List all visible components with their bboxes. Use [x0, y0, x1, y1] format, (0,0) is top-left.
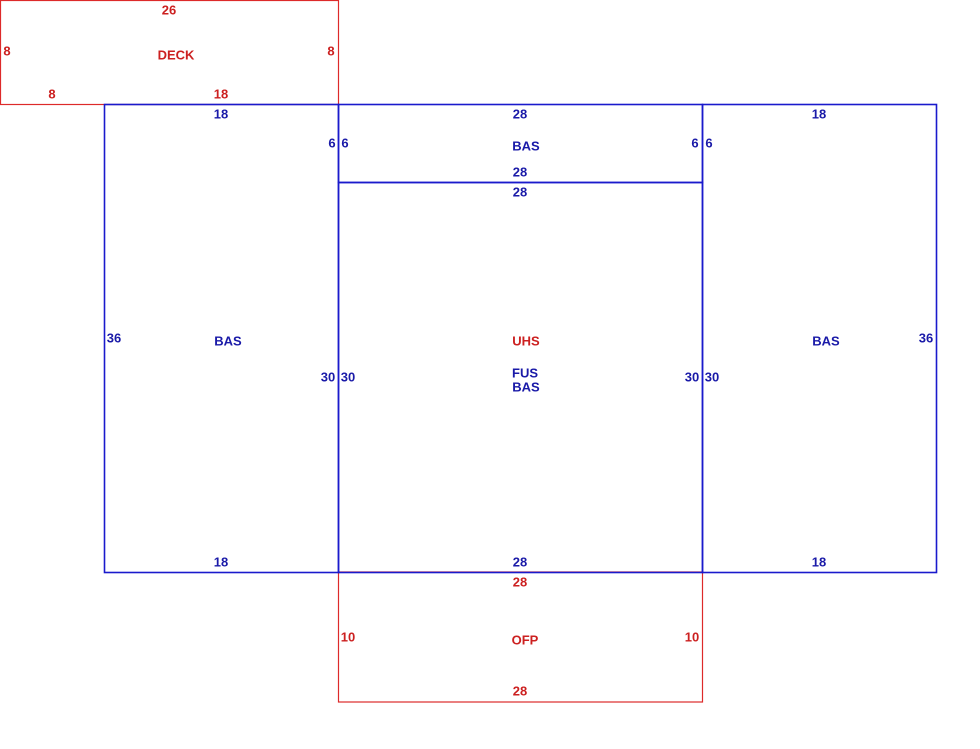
- center-label-uhs: UHS: [512, 333, 540, 348]
- center-area: UHS FUS BAS 28 30 30 28: [337, 181, 704, 574]
- ofp-dim-bottom: 28: [513, 683, 527, 698]
- center-dim-left: 30: [341, 369, 355, 384]
- top-bas-dim-top: 28: [513, 106, 527, 121]
- ofp-dim-right: 10: [685, 629, 699, 644]
- left-bas-area: BAS 18 36 6 30 18: [103, 103, 340, 574]
- right-bas-dim-bottom: 18: [812, 554, 826, 569]
- center-dim-bottom: 28: [513, 554, 527, 569]
- right-bas-label: BAS: [812, 333, 840, 348]
- left-bas-label: BAS: [214, 333, 242, 348]
- center-label-fus: FUS: [512, 365, 538, 380]
- top-bas-dim-left: 6: [341, 135, 348, 150]
- deck-dim-top: 26: [162, 2, 176, 17]
- left-bas-dim-bottom: 18: [214, 554, 228, 569]
- deck-dim-left: 8: [3, 43, 10, 58]
- right-bas-dim-left-lower: 30: [705, 369, 719, 384]
- ofp-label: OFP: [512, 632, 539, 647]
- left-bas-dim-top: 18: [214, 106, 228, 121]
- deck-area: DECK 26 8 8 8 18: [0, 0, 340, 106]
- center-label-bas: BAS: [512, 379, 540, 394]
- deck-dim-right: 8: [327, 43, 334, 58]
- top-bas-dim-bottom: 28: [513, 164, 527, 179]
- ofp-area: OFP 28 10 10 28: [337, 571, 704, 703]
- ofp-dim-left: 10: [341, 629, 355, 644]
- right-bas-dim-right: 36: [919, 330, 933, 345]
- left-bas-dim-right-upper: 6: [328, 135, 335, 150]
- top-bas-area: BAS 28 6 6 28: [337, 103, 704, 184]
- deck-dim-bottom-right: 18: [214, 86, 228, 101]
- right-bas-dim-top: 18: [812, 106, 826, 121]
- deck-dim-bottom-left: 8: [48, 86, 55, 101]
- center-dim-right: 30: [685, 369, 699, 384]
- left-bas-dim-left: 36: [107, 330, 121, 345]
- right-bas-dim-left-upper: 6: [705, 135, 712, 150]
- right-bas-outline: [701, 103, 938, 574]
- right-bas-area: BAS 18 6 30 36 18: [701, 103, 938, 574]
- top-bas-dim-right: 6: [691, 135, 698, 150]
- center-dim-top: 28: [513, 184, 527, 199]
- left-bas-dim-right-lower: 30: [321, 369, 335, 384]
- top-bas-label: BAS: [512, 138, 540, 153]
- ofp-dim-top: 28: [513, 574, 527, 589]
- deck-label: DECK: [158, 47, 195, 62]
